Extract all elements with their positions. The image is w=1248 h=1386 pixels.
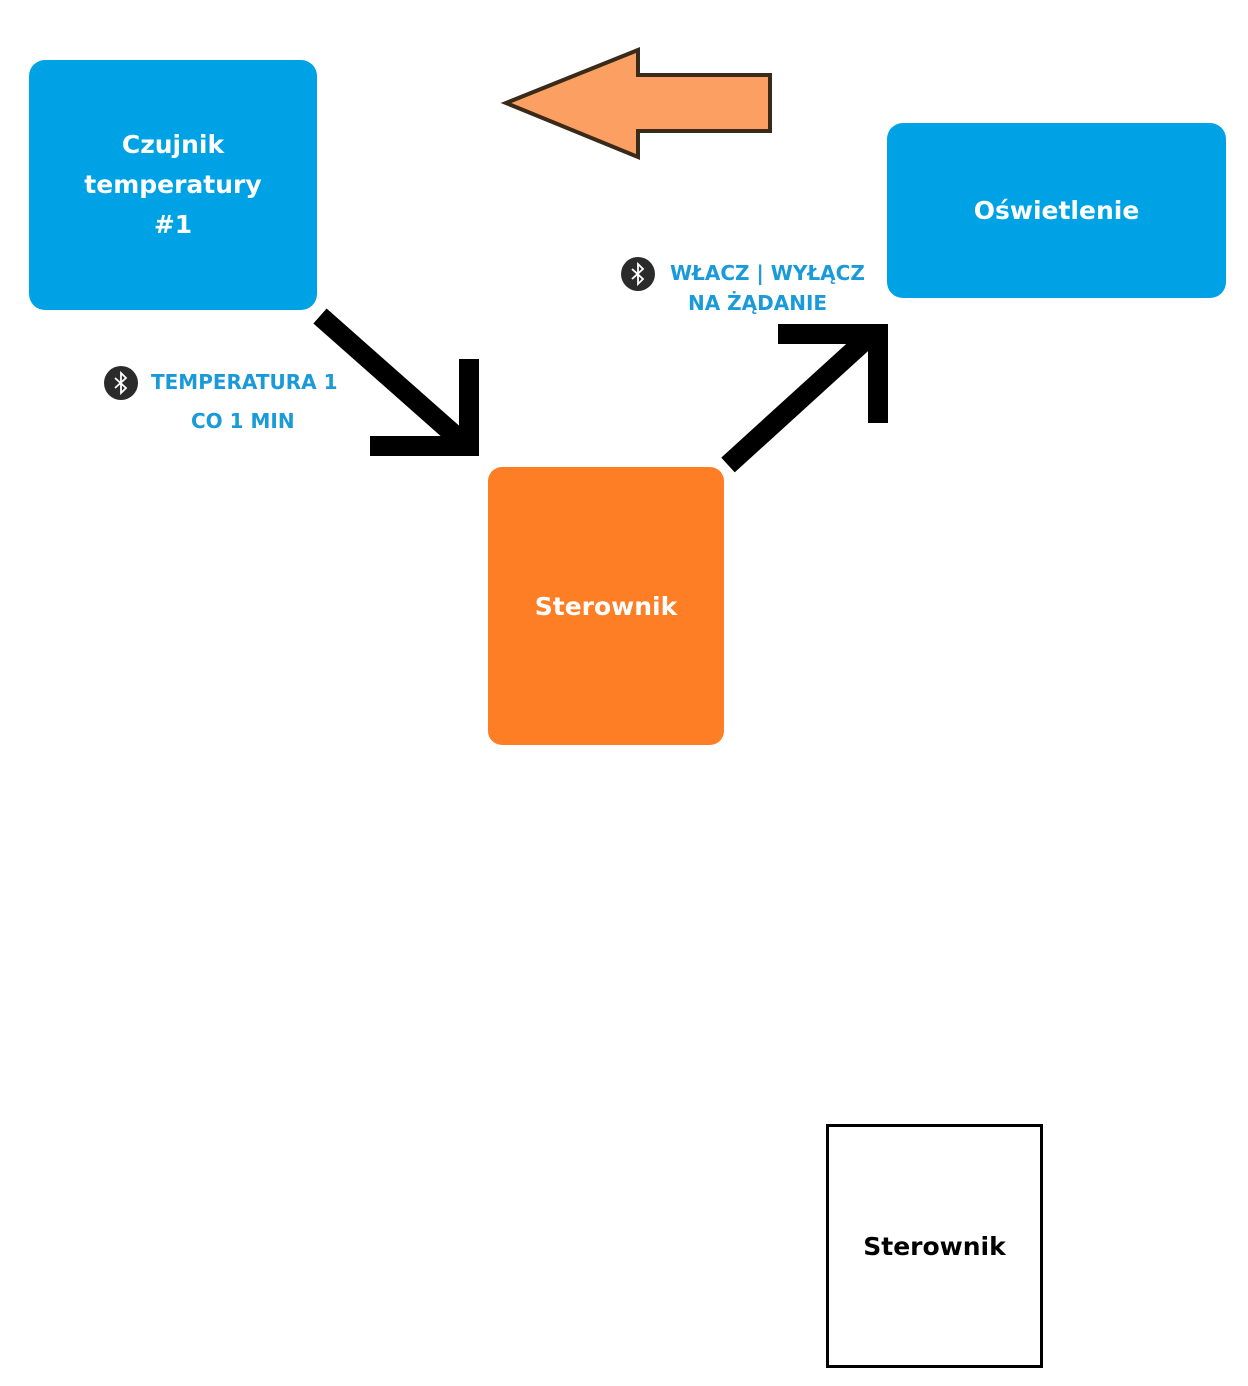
bluetooth-icon bbox=[621, 257, 655, 291]
arrow-controller-to-lighting bbox=[721, 324, 888, 473]
interval-label: CO 1 MIN bbox=[191, 409, 295, 433]
on-demand-label: NA ŻĄDANIE bbox=[688, 291, 828, 315]
lighting-node: Oświetlenie bbox=[887, 123, 1226, 298]
temperature-sensor-node: Czujnik temperatury #1 bbox=[29, 60, 317, 310]
bluetooth-icon bbox=[104, 366, 138, 400]
controller-outline-node: Sterownik bbox=[826, 1124, 1043, 1368]
controller-node: Sterownik bbox=[488, 467, 724, 745]
temperature-label: TEMPERATURA 1 bbox=[151, 370, 338, 394]
arrow-sensor-to-controller bbox=[313, 308, 479, 456]
orange-left-arrow bbox=[500, 47, 772, 160]
switch-label: WŁACZ | WYŁĄCZ bbox=[670, 261, 865, 285]
